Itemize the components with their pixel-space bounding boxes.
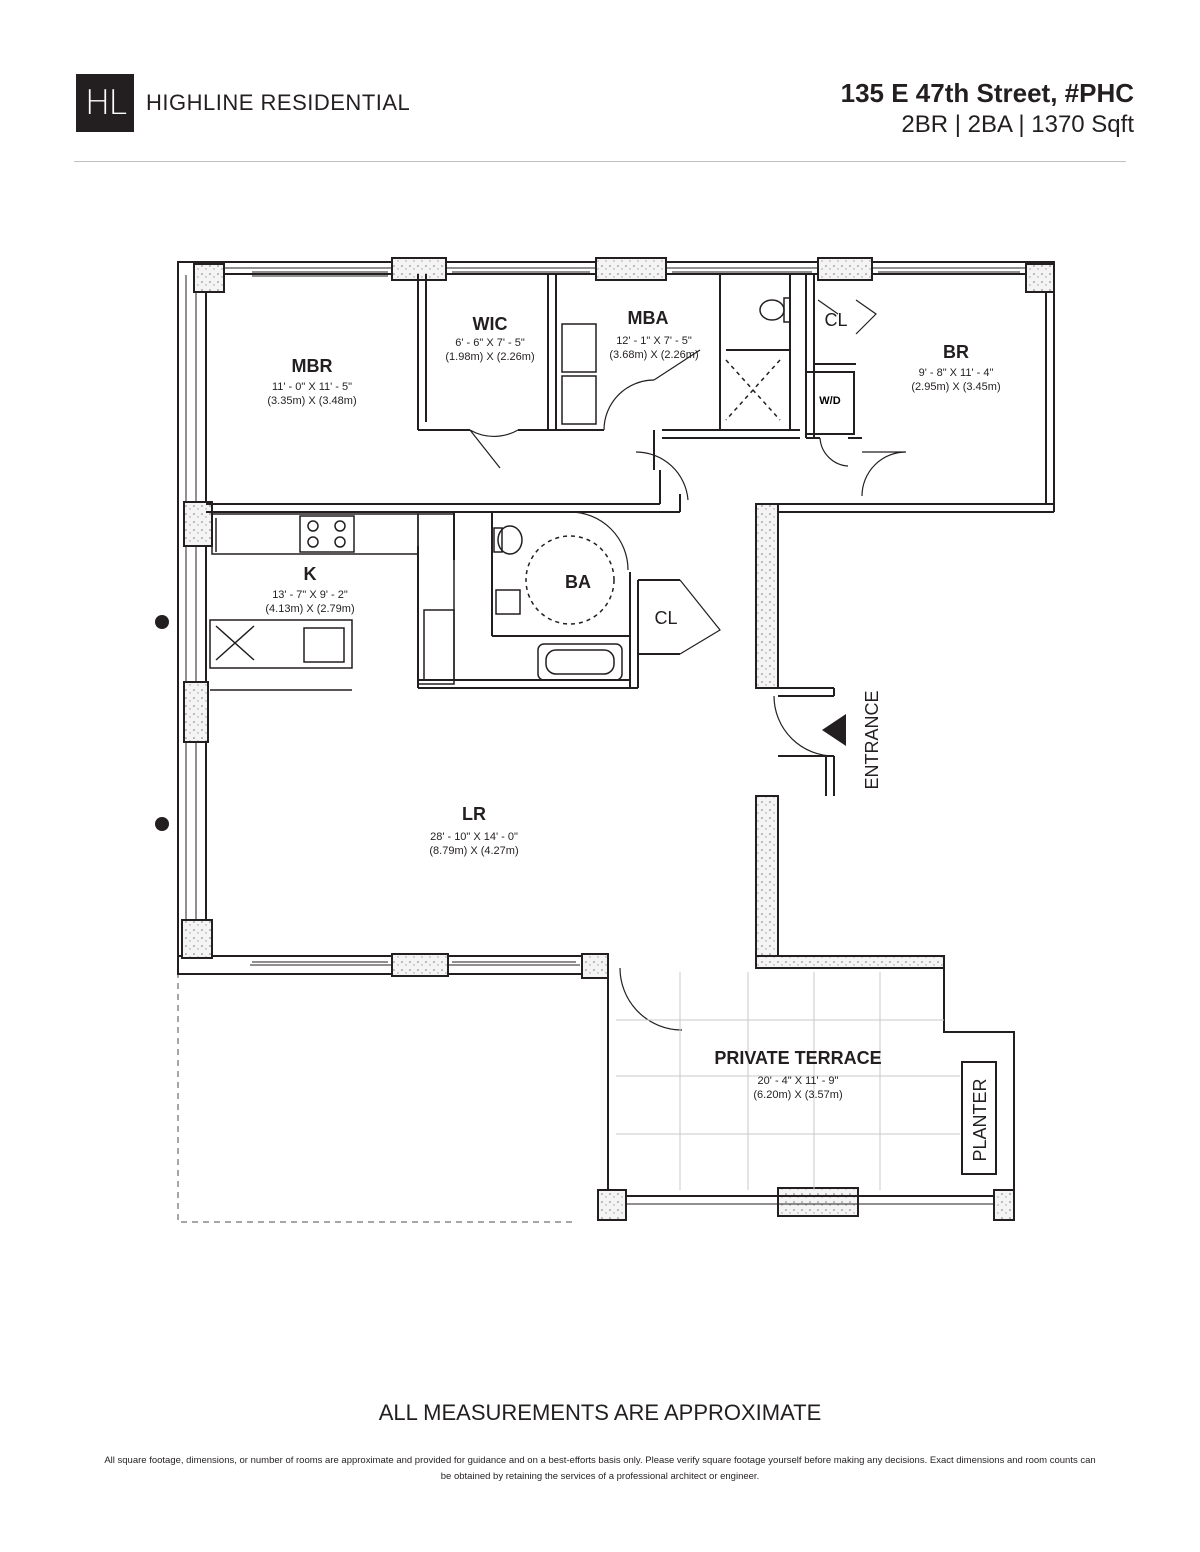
brand-name: HIGHLINE RESIDENTIAL [146,90,411,115]
closet-label: CL [824,310,847,330]
listing-specs: 2BR | 2BA | 1370 Sqft [901,111,1134,138]
closet-label: CL [654,608,677,628]
lr-metric: (8.79m) X (4.27m) [429,845,518,857]
mba-metric: (3.68m) X (2.26m) [609,349,698,361]
wic-dim: 6' - 6" X 7' - 5" [455,337,525,349]
listing-address: 135 E 47th Street, #PHC [840,78,1134,108]
mbr-dim: 11' - 0" X 11' - 5" [272,381,352,393]
terrace-metric: (6.20m) X (3.57m) [753,1089,842,1101]
dashed-outline [177,972,574,1223]
logo: HL [76,74,134,132]
planter-label: PLANTER [970,1078,990,1161]
wic-metric: (1.98m) X (2.26m) [445,351,534,363]
lr-label: LR [462,804,486,824]
br-label: BR [943,342,969,362]
mba-label: MBA [628,308,669,328]
columns [181,257,1055,1221]
ba-label: BA [565,572,591,592]
terrace-label: PRIVATE TERRACE [714,1048,881,1068]
entrance-label: ENTRANCE [862,690,882,789]
mba-dim: 12' - 1" X 7' - 5" [616,335,692,347]
disclaimer: All square footage, dimensions, or numbe… [104,1455,1096,1483]
measurement-note: ALL MEASUREMENTS ARE APPROXIMATE [378,1400,822,1425]
marker-dot [155,615,169,629]
br-dim: 9' - 8" X 11' - 4" [919,367,994,379]
br-metric: (2.95m) X (3.45m) [911,381,1000,393]
lr-dim: 28' - 10" X 14' - 0" [430,831,518,843]
door-swings [469,299,907,1031]
kitchen-label: K [304,564,317,584]
logo-mark: HL [84,83,127,123]
windows [252,271,1020,963]
bath-fixtures [493,297,791,681]
terrace-dim: 20' - 4" X 11' - 9" [758,1075,839,1087]
header-divider [74,161,1126,162]
kitchen-metric: (4.13m) X (2.79m) [265,603,354,615]
mbr-label: MBR [292,356,333,376]
wic-label: WIC [473,314,508,334]
terrace [607,968,1015,1205]
corridor-walls [755,503,945,969]
kitchen-dim: 13' - 7" X 9' - 2" [272,589,348,601]
washer-dryer-label: W/D [819,395,840,407]
kitchen-fixtures [209,513,455,691]
marker-dot [155,817,169,831]
mbr-metric: (3.35m) X (3.48m) [267,395,356,407]
entrance-arrow-icon [822,714,846,746]
